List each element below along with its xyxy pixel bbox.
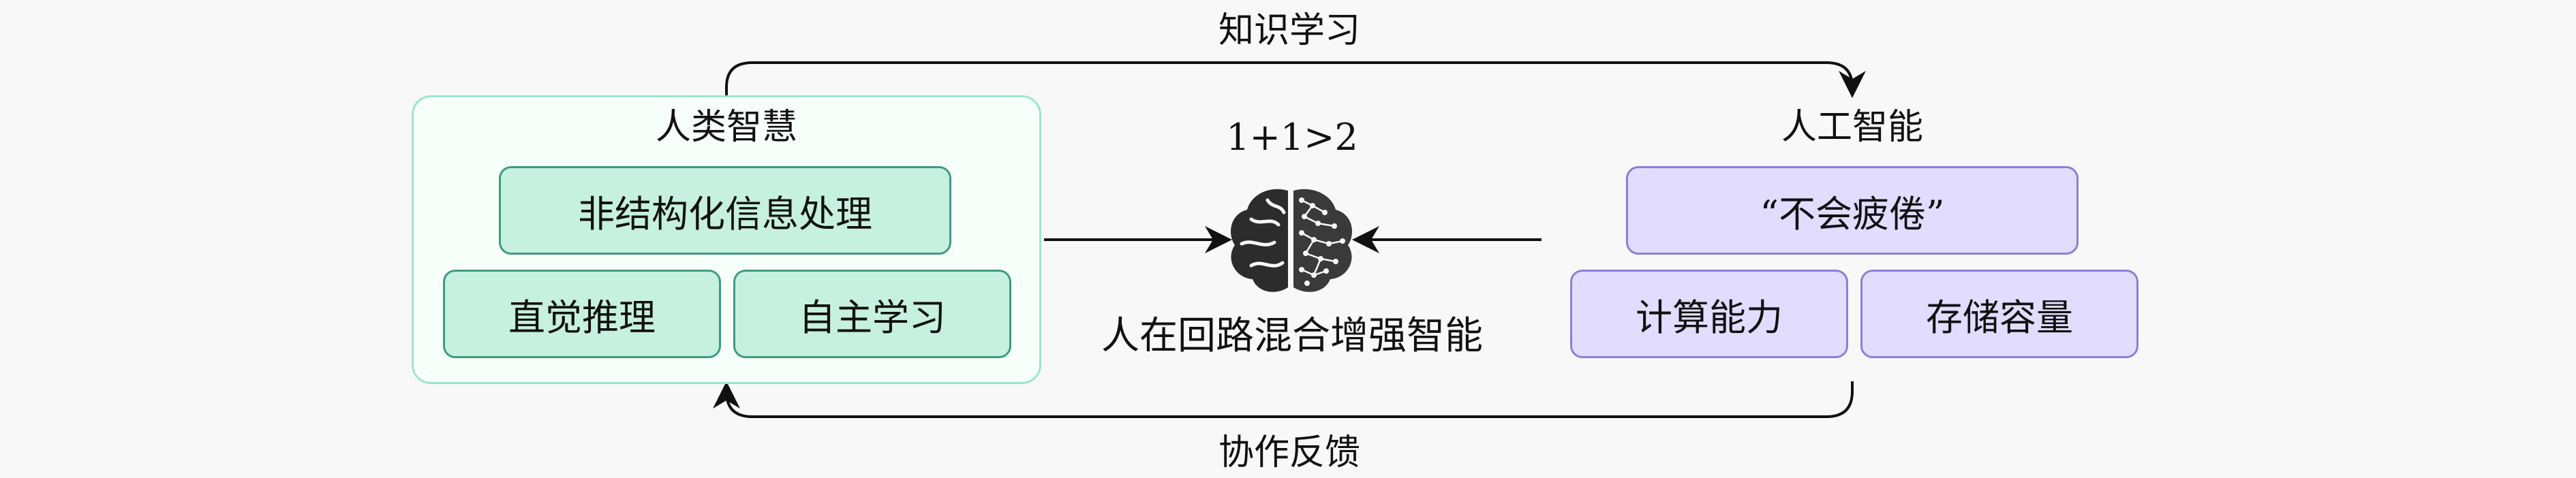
- knowledge-learning-arrow: [725, 61, 1866, 98]
- computing-power-box: 计算能力: [1570, 270, 1848, 358]
- unstructured-info-box: 非结构化信息处理: [499, 166, 951, 255]
- storage-capacity-box: 存储容量: [1860, 270, 2138, 358]
- never-tired-box: “不会疲倦”: [1626, 166, 2079, 255]
- human-intelligence-title: 人类智慧: [655, 107, 797, 148]
- brain-icon: [1231, 189, 1352, 292]
- knowledge-learning-label: 知识学习: [1218, 10, 1360, 51]
- synergy-formula: 1+1>2: [1226, 116, 1358, 159]
- hybrid-intelligence-caption: 人在回路混合增强智能: [1101, 314, 1483, 358]
- collaboration-feedback-label: 协作反馈: [1218, 432, 1360, 473]
- artificial-intelligence-title: 人工智能: [1781, 107, 1923, 148]
- intuitive-reasoning-box: 直觉推理: [443, 270, 721, 358]
- collaboration-feedback-arrow: [713, 381, 1854, 418]
- autonomous-learning-box: 自主学习: [733, 270, 1011, 358]
